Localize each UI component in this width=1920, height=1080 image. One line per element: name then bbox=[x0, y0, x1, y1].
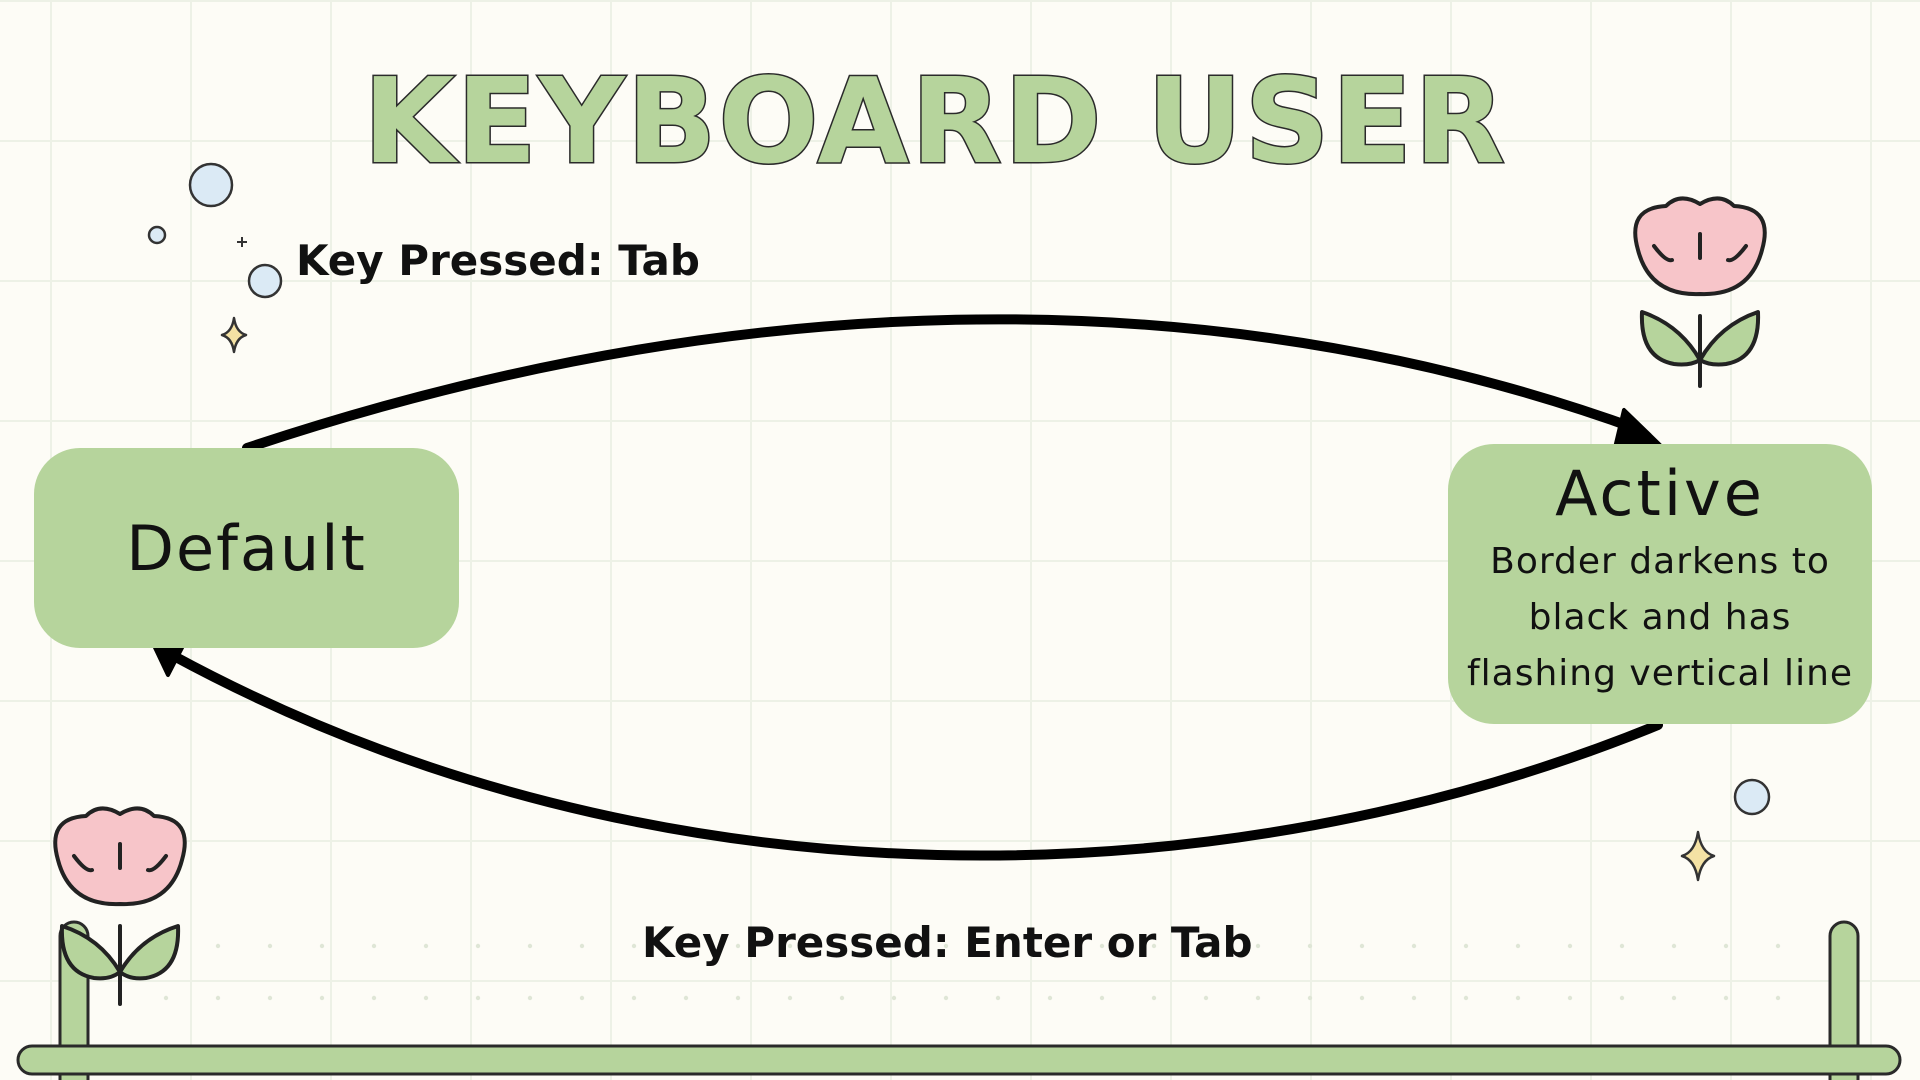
bottom-frame bbox=[16, 920, 1902, 1080]
sparkle-icon bbox=[1680, 830, 1716, 882]
diagram-title: KEYBOARD USER bbox=[361, 52, 1508, 190]
state-node-active: Active Border darkens to black and has f… bbox=[1448, 444, 1872, 724]
transition-label-enter-or-tab: Key Pressed: Enter or Tab bbox=[642, 918, 1253, 967]
dotted-panel bbox=[160, 930, 1810, 1035]
bubble-icon bbox=[147, 162, 283, 299]
arrow-default-to-active bbox=[242, 314, 1662, 454]
state-node-active-label: Active bbox=[1555, 457, 1765, 530]
sparkle-icon bbox=[220, 237, 248, 354]
flower-icon bbox=[1633, 196, 1767, 388]
state-node-default: Default bbox=[34, 448, 459, 648]
arrow-active-to-default bbox=[148, 635, 1663, 861]
state-node-default-label: Default bbox=[126, 511, 367, 585]
state-node-active-description: Border darkens to black and has flashing… bbox=[1466, 541, 1854, 695]
bubble-icon bbox=[1733, 778, 1771, 816]
flower-icon bbox=[53, 806, 187, 1006]
transition-label-tab: Key Pressed: Tab bbox=[296, 236, 700, 285]
